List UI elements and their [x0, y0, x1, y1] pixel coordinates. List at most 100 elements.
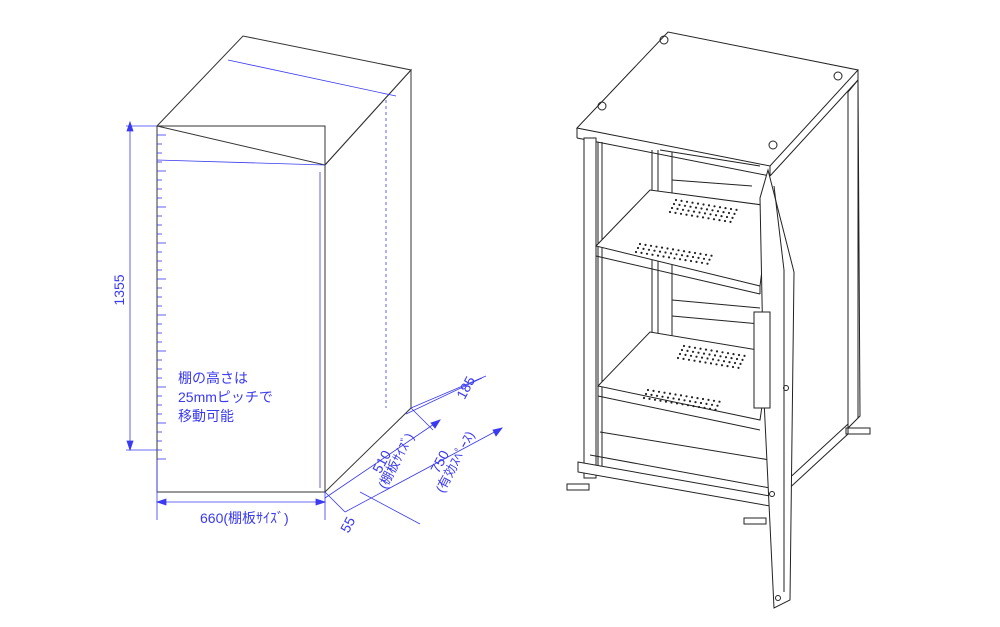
vent-hole — [728, 361, 731, 364]
vent-hole — [722, 360, 726, 363]
vent-hole — [724, 207, 727, 210]
vent-hole — [704, 253, 708, 256]
vent-hole — [705, 402, 708, 405]
lifting-eye-icon — [768, 140, 778, 150]
vent-hole — [679, 212, 683, 215]
front-offset-label: 55 — [337, 514, 359, 535]
depth-dimensions — [324, 375, 503, 525]
vent-hole — [743, 354, 746, 357]
vent-hole — [701, 397, 705, 401]
vent-hole — [726, 352, 730, 355]
vent-hole — [666, 396, 670, 399]
vent-hole — [698, 360, 702, 363]
vent-hole — [704, 348, 708, 351]
vent-hole — [653, 398, 657, 401]
vent-hole — [689, 259, 693, 263]
door-lock-icon — [783, 385, 789, 391]
lifting-eye-icon — [597, 101, 607, 111]
vent-hole — [698, 211, 701, 214]
vent-hole — [714, 214, 718, 217]
vent-hole — [731, 216, 734, 219]
vent-hole — [694, 401, 697, 404]
vent-hole — [656, 254, 660, 257]
vent-hole — [664, 251, 667, 254]
vent-hole — [684, 353, 687, 356]
vent-hole — [674, 198, 678, 202]
shelf-vent-holes — [634, 198, 746, 411]
vent-hole — [673, 257, 676, 260]
vent-hole — [702, 203, 705, 206]
vent-hole — [699, 347, 702, 350]
vent-hole — [693, 251, 697, 255]
vent-hole — [674, 211, 677, 214]
vent-hole — [699, 252, 702, 255]
vent-hole — [680, 199, 683, 202]
vent-hole — [718, 206, 722, 209]
vent-hole — [702, 352, 706, 355]
vent-hole — [655, 394, 659, 397]
vent-hole — [677, 249, 680, 252]
vent-hole — [651, 253, 654, 256]
width-dimension — [155, 460, 327, 520]
vent-hole — [668, 210, 672, 214]
vent-hole — [689, 354, 693, 357]
vent-hole — [683, 399, 686, 402]
foot — [566, 483, 590, 491]
vent-hole — [693, 346, 697, 349]
lifting-eye-icon — [833, 71, 843, 81]
vent-hole — [697, 256, 700, 259]
shelf-note-line-3: 移動可能 — [178, 408, 234, 424]
vent-hole — [684, 259, 687, 262]
shelf-note-line-1: 棚の高さは — [178, 370, 248, 386]
vent-hole — [730, 357, 733, 360]
vent-hole — [733, 212, 736, 215]
vent-hole — [679, 394, 683, 397]
vent-hole — [680, 254, 684, 257]
vent-hole — [678, 258, 682, 261]
vent-hole — [669, 252, 673, 255]
vent-hole — [659, 399, 662, 402]
vent-hole — [700, 207, 703, 210]
vent-hole — [702, 257, 706, 260]
vent-hole — [685, 395, 688, 398]
vent-hole — [709, 362, 713, 365]
vent-hole — [687, 209, 690, 212]
vent-hole — [683, 204, 687, 207]
vent-hole — [640, 251, 643, 254]
vent-hole — [682, 357, 685, 360]
vent-hole — [685, 200, 689, 203]
vent-hole — [693, 359, 696, 362]
box-guide-lines — [156, 59, 397, 488]
vent-hole — [689, 205, 692, 208]
vent-hole — [697, 405, 701, 409]
vent-hole — [644, 392, 648, 396]
vent-hole — [737, 366, 740, 369]
vent-hole — [653, 249, 656, 252]
vent-hole — [707, 217, 710, 220]
vent-hole — [662, 255, 665, 258]
rear-offset-label: 185 — [453, 373, 478, 401]
vent-hole — [737, 353, 741, 357]
vent-hole — [732, 353, 735, 356]
vent-hole — [685, 213, 688, 216]
vent-hole — [686, 255, 689, 258]
vent-hole — [713, 354, 717, 357]
vent-hole — [715, 363, 718, 366]
vent-hole — [661, 395, 664, 398]
vent-hole — [642, 396, 646, 400]
vent-hole — [642, 247, 645, 250]
vent-hole — [667, 256, 671, 259]
foot — [743, 517, 767, 525]
vent-hole — [725, 215, 729, 219]
vent-hole — [716, 404, 719, 407]
width-label: 660(棚板ｻｲｽﾞ) — [200, 510, 289, 526]
vent-hole — [705, 208, 709, 211]
vent-hole — [677, 398, 681, 401]
vent-hole — [660, 246, 664, 249]
vent-hole — [739, 362, 742, 365]
vent-hole — [674, 393, 677, 396]
vent-hole — [719, 355, 722, 358]
vent-hole — [741, 358, 744, 361]
vent-hole — [647, 248, 651, 251]
vent-hole — [714, 408, 717, 411]
